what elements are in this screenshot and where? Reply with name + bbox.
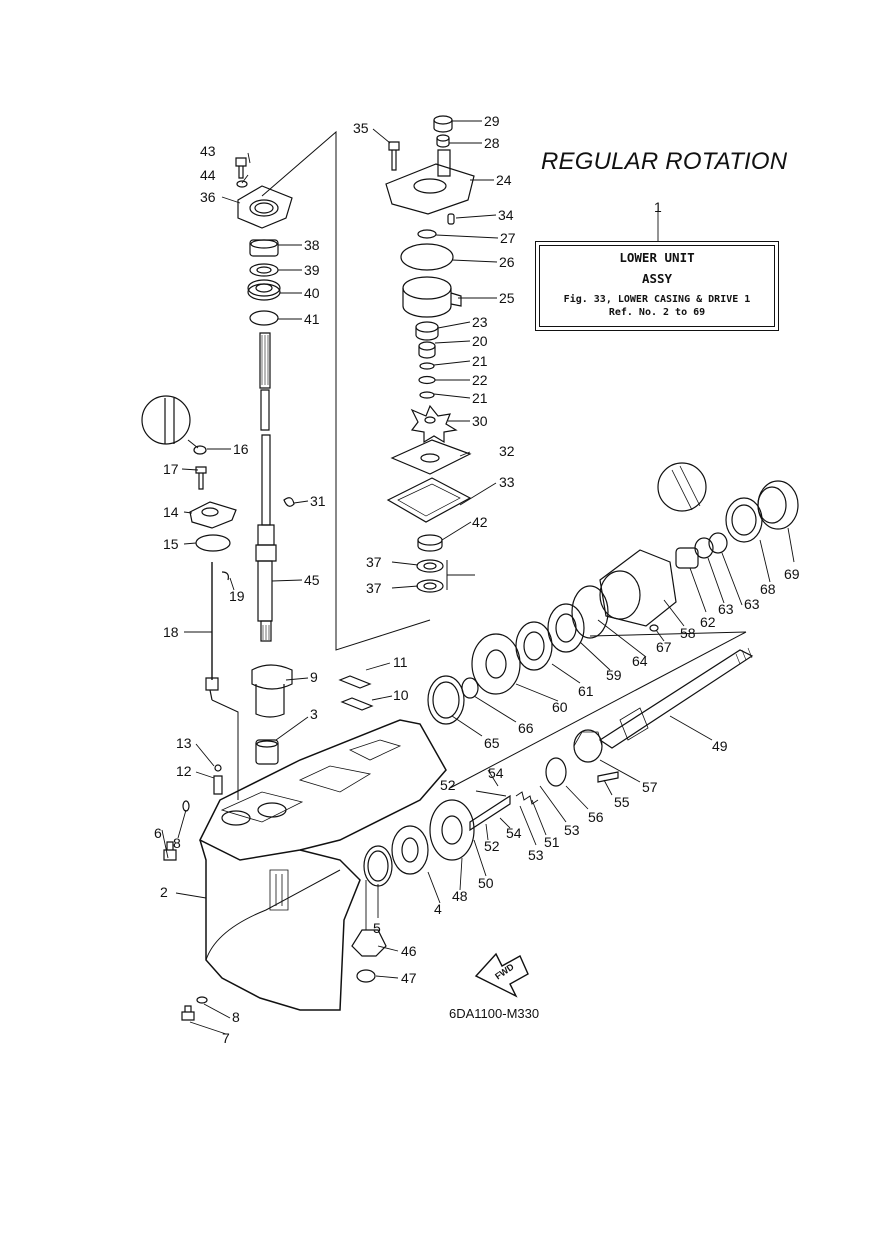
callout-8b: 8	[232, 1009, 240, 1025]
callout-42: 42	[472, 514, 488, 530]
callout-55: 55	[614, 794, 630, 810]
callout-43: 43	[200, 143, 216, 159]
callout-52a: 52	[440, 777, 456, 793]
callout-6: 6	[154, 825, 162, 841]
callout-30: 30	[472, 413, 488, 429]
callout-41: 41	[304, 311, 320, 327]
callout-48: 48	[452, 888, 468, 904]
callout-44: 44	[200, 167, 216, 183]
callout-57: 57	[642, 779, 658, 795]
callout-38: 38	[304, 237, 320, 253]
callout-45: 45	[304, 572, 320, 588]
callout-10: 10	[393, 687, 409, 703]
callout-49: 49	[712, 738, 728, 754]
callout-35: 35	[353, 120, 369, 136]
callout-53b: 53	[528, 847, 544, 863]
callout-17: 17	[163, 461, 179, 477]
callout-68: 68	[760, 581, 776, 597]
callout-39: 39	[304, 262, 320, 278]
callout-16: 16	[233, 441, 249, 457]
callout-59: 59	[606, 667, 622, 683]
callout-64: 64	[632, 653, 648, 669]
callout-18: 18	[163, 624, 179, 640]
callout-63a: 63	[744, 596, 760, 612]
callout-12: 12	[176, 763, 192, 779]
callout-25: 25	[499, 290, 515, 306]
callout-21b: 21	[472, 390, 488, 406]
callout-1: 1	[654, 199, 662, 215]
callout-53a: 53	[564, 822, 580, 838]
assembly-reference-box: LOWER UNIT ASSY Fig. 33, LOWER CASING & …	[535, 241, 779, 331]
callout-63b: 63	[718, 601, 734, 617]
callout-36: 36	[200, 189, 216, 205]
assembly-line-2: ASSY	[641, 271, 673, 286]
callout-51: 51	[544, 834, 560, 850]
callout-54b: 54	[506, 825, 522, 841]
callout-27: 27	[500, 230, 516, 246]
callout-54a: 54	[488, 765, 504, 781]
fwd-arrow-label: FWD	[493, 961, 516, 981]
callout-15: 15	[163, 536, 179, 552]
callout-37a: 37	[366, 554, 382, 570]
shift-rod-group	[141, 395, 239, 800]
callout-56: 56	[588, 809, 604, 825]
callout-11: 11	[393, 654, 408, 670]
callout-33: 33	[499, 474, 515, 490]
callout-66: 66	[518, 720, 534, 736]
callout-58: 58	[680, 625, 696, 641]
assembly-line-1: LOWER UNIT	[619, 250, 695, 265]
callout-28: 28	[484, 135, 500, 151]
callout-9: 9	[310, 669, 318, 685]
callout-13: 13	[176, 735, 192, 751]
lower-casing	[163, 664, 447, 1021]
callout-60: 60	[552, 699, 568, 715]
callout-19: 19	[229, 588, 245, 604]
callout-7: 7	[222, 1030, 230, 1046]
callout-24: 24	[496, 172, 512, 188]
callout-32: 32	[499, 443, 515, 459]
leader-lines	[161, 120, 795, 1035]
callout-3: 3	[310, 706, 318, 722]
callout-37b: 37	[366, 580, 382, 596]
callout-47: 47	[401, 970, 417, 986]
callout-2: 2	[160, 884, 168, 900]
callout-50: 50	[478, 875, 494, 891]
callout-21a: 21	[472, 353, 488, 369]
callout-46: 46	[401, 943, 417, 959]
callout-34: 34	[498, 207, 514, 223]
propeller-shaft-group	[351, 462, 799, 998]
callout-31: 31	[310, 493, 326, 509]
callout-61: 61	[578, 683, 594, 699]
callout-67: 67	[656, 639, 672, 655]
callout-52b: 52	[484, 838, 500, 854]
callout-65: 65	[484, 735, 500, 751]
callout-26: 26	[499, 254, 515, 270]
callout-23: 23	[472, 314, 488, 330]
callout-40: 40	[304, 285, 320, 301]
callout-69: 69	[784, 566, 800, 582]
callout-29: 29	[484, 113, 500, 129]
drawing-code: 6DA1100-M330	[449, 1006, 540, 1021]
drive-shaft-group	[235, 130, 431, 651]
assembly-line-3: Fig. 33, LOWER CASING & DRIVE 1	[563, 294, 751, 305]
callout-20: 20	[472, 333, 488, 349]
callout-22: 22	[472, 372, 488, 388]
callout-62: 62	[700, 614, 716, 630]
callout-5: 5	[373, 920, 381, 936]
page-title: REGULAR ROTATION	[541, 148, 788, 175]
assembly-line-4: Ref. No. 2 to 69	[608, 307, 706, 318]
callout-4: 4	[434, 901, 442, 917]
water-pump-group	[385, 115, 475, 593]
callout-8a: 8	[173, 835, 181, 851]
callout-14: 14	[163, 504, 179, 520]
